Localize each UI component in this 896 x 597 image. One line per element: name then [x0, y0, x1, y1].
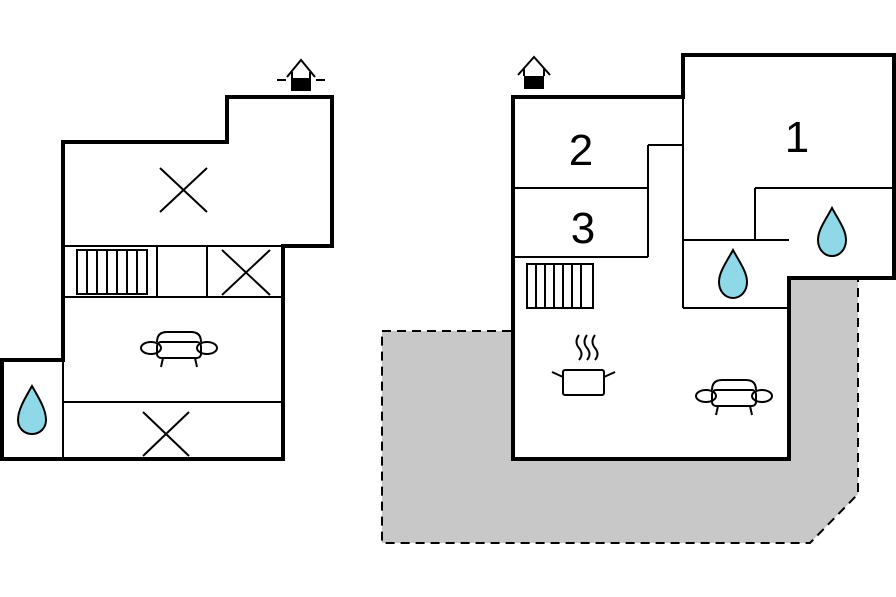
sofa-icon [140, 331, 218, 368]
house-entrance-icon [517, 55, 551, 89]
water-drop-icon [717, 247, 749, 300]
house-entrance-icon [277, 58, 325, 91]
room-number-3: 3 [571, 204, 595, 253]
room-number-1: 1 [785, 113, 809, 162]
right-floor-outer-wall [511, 53, 896, 461]
stairs-icon [76, 249, 148, 295]
cooking-pot-icon [551, 334, 616, 396]
left-floor [0, 58, 334, 461]
room-number-2: 2 [569, 126, 593, 175]
cross-void-icon [159, 167, 208, 213]
stairs-icon [526, 263, 594, 309]
sofa-icon [695, 379, 773, 416]
cross-void-icon [142, 411, 190, 457]
water-drop-icon [816, 205, 848, 258]
cross-void-icon [221, 249, 271, 296]
left-floor-outer-wall [0, 95, 334, 461]
terrace-area [381, 277, 859, 544]
water-drop-icon [16, 383, 48, 436]
right-floor: 1 2 3 [381, 53, 896, 544]
